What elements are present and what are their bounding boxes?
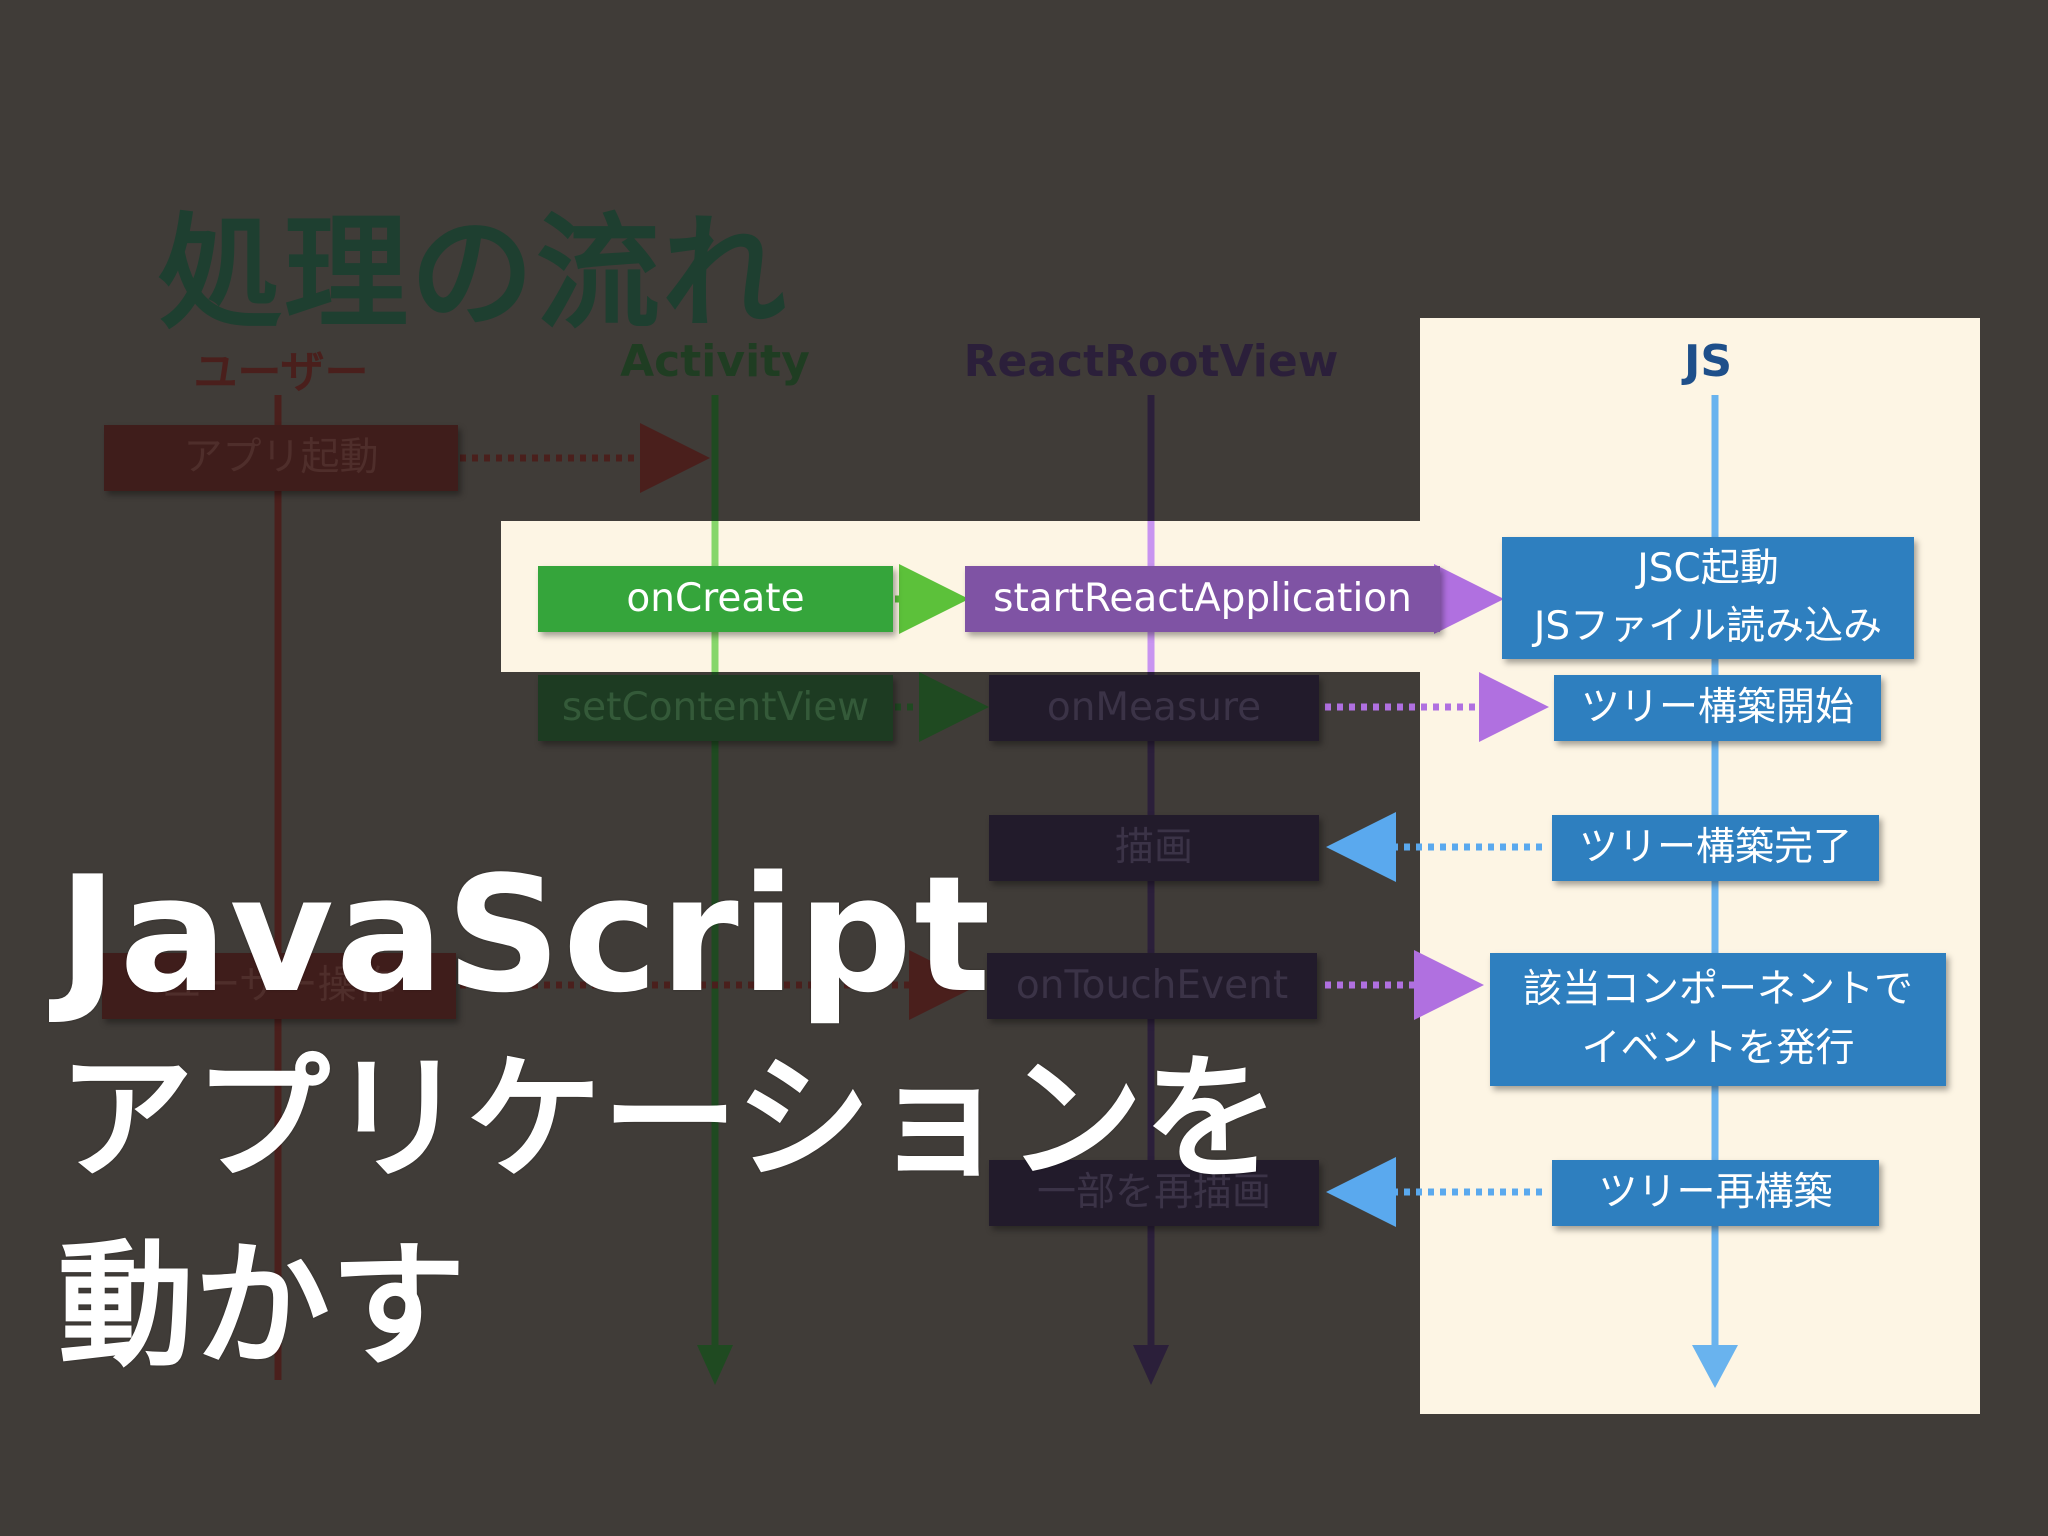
box-partial-redraw: 一部を再描画 (989, 1160, 1319, 1226)
box-app-launch: アプリ起動 (104, 425, 458, 491)
js-arrowhead (1692, 1345, 1738, 1388)
box-on-measure: onMeasure (989, 675, 1319, 741)
box-tree-build-done: ツリー構築完了 (1552, 815, 1879, 881)
box-jsc-boot: JSC起動 JSファイル読み込み (1502, 537, 1914, 659)
column-root-view: ReactRootView (963, 336, 1339, 387)
activity-arrowhead (697, 1345, 733, 1385)
slide-title: 処理の流れ (158, 202, 789, 346)
column-js: JS (1683, 336, 1733, 387)
column-activity: Activity (620, 336, 810, 387)
box-tree-build-start: ツリー構築開始 (1554, 675, 1881, 741)
box-set-content-view: setContentView (538, 675, 893, 741)
box-draw: 描画 (989, 815, 1319, 881)
overlay-line-3: 動かす (58, 1228, 466, 1386)
rootview-arrowhead (1133, 1345, 1169, 1385)
box-component-event: 該当コンポーネントで イベントを発行 (1490, 953, 1946, 1086)
column-user: ユーザー (193, 347, 369, 398)
box-start-react-application: startReactApplication (965, 566, 1440, 632)
overlay-line-1: JavaScript (58, 841, 993, 1028)
box-on-create: onCreate (538, 566, 893, 632)
box-tree-rebuild: ツリー再構築 (1552, 1160, 1879, 1226)
box-user-operation: ユーザー操作 (102, 953, 456, 1019)
overlay-line-2: アプリケーションを (58, 1041, 1280, 1199)
box-on-touch-event: onTouchEvent (987, 953, 1317, 1019)
